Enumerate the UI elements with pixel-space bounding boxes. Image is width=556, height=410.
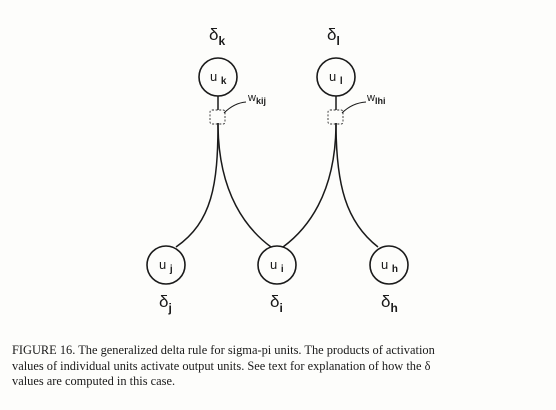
unit-j-sub: j (169, 264, 173, 275)
wire-k-to-i (217, 122, 272, 248)
junction-kij (209, 109, 226, 125)
weight-lhi: wlhi (366, 92, 385, 106)
unit-k-label: u (210, 69, 217, 84)
leader-kij (223, 101, 247, 114)
wire-k-to-j (175, 122, 219, 248)
weight-kij: wkij (247, 92, 266, 106)
unit-j-label: u (159, 257, 166, 272)
unit-k: u k (198, 57, 238, 110)
unit-i-sub: i (281, 264, 284, 275)
unit-i: u i (257, 245, 297, 285)
delta-k: δk (209, 25, 225, 48)
unit-l-label: u (329, 69, 336, 84)
unit-h-sub: h (392, 264, 398, 275)
caption-line-1: FIGURE 16. The generalized delta rule fo… (12, 343, 435, 357)
delta-h: δh (381, 292, 398, 315)
junction-lhi (327, 109, 344, 125)
figure-caption: FIGURE 16. The generalized delta rule fo… (12, 343, 542, 390)
unit-l-sub: l (340, 76, 343, 87)
svg-text:u l: u l (329, 69, 343, 87)
delta-i: δi (270, 292, 283, 315)
unit-h: u h (369, 245, 409, 285)
unit-l: u l (316, 57, 356, 110)
wire-l-to-h (335, 122, 379, 248)
svg-text:u j: u j (159, 257, 173, 275)
svg-text:u k: u k (210, 69, 227, 87)
leader-lhi (341, 101, 367, 114)
unit-h-label: u (381, 257, 388, 272)
wire-l-to-i (282, 122, 337, 248)
unit-j: u j (146, 245, 186, 285)
caption-line-3: values are computed in this case. (12, 374, 176, 388)
caption-line-2: values of individual units activate outp… (12, 358, 431, 373)
svg-text:u h: u h (381, 257, 398, 275)
delta-l: δl (327, 25, 340, 48)
unit-i-label: u (270, 257, 277, 272)
unit-k-sub: k (221, 76, 227, 87)
delta-j: δj (159, 292, 172, 315)
sigma-pi-diagram: u k u l u j u i (146, 25, 409, 315)
svg-text:u i: u i (270, 257, 284, 275)
